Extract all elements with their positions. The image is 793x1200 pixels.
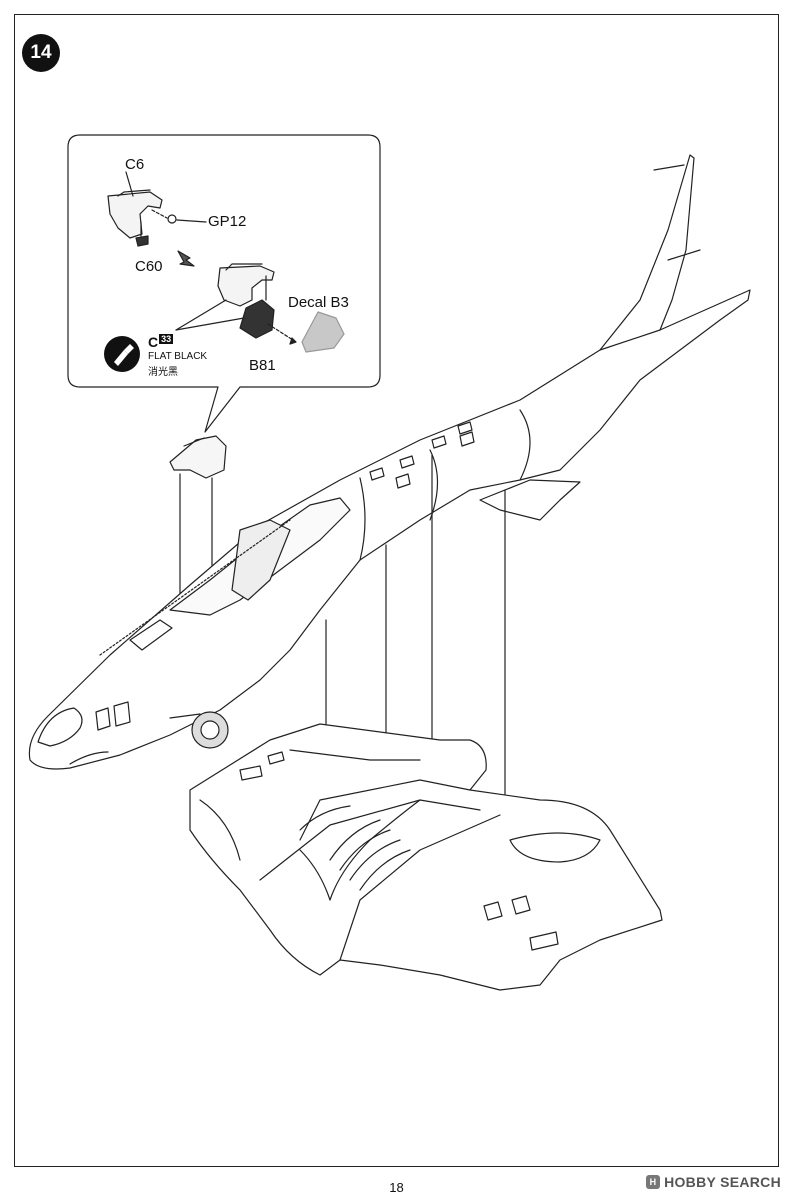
watermark-text: HOBBY SEARCH — [664, 1174, 781, 1190]
page-frame — [14, 14, 779, 1167]
part-label-c6: C6 — [125, 156, 145, 173]
watermark: H HOBBY SEARCH — [646, 1174, 781, 1190]
decal-label: Decal B3 — [288, 294, 349, 311]
paint-name-cn: 消光黑 — [148, 367, 178, 378]
part-label-gp12: GP12 — [208, 213, 247, 230]
callout-box — [67, 134, 381, 433]
fuselage-outline — [28, 154, 751, 770]
part-label-c60: C60 — [135, 258, 163, 275]
page-number: 18 — [389, 1180, 404, 1195]
paint-brush-icon — [104, 336, 140, 372]
hobby-search-logo-icon: H — [646, 1175, 661, 1189]
paint-name-en: FLAT BLACK — [148, 351, 208, 362]
step-number-badge: 14 — [22, 34, 60, 72]
part-label-b81: B81 — [249, 357, 276, 374]
paint-code-number: 33 — [159, 334, 174, 344]
paint-code-letter: C — [148, 334, 159, 350]
wing-section-outline — [189, 723, 663, 991]
